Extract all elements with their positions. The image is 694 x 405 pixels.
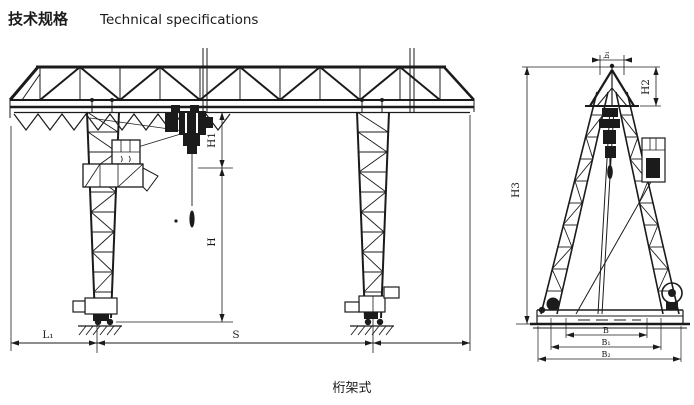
caption-truss-type: 桁架式 bbox=[332, 381, 371, 396]
dim-label-h3: H3 bbox=[510, 182, 522, 198]
dim-label-h1: H1 bbox=[206, 132, 218, 148]
hoist-trolley bbox=[165, 105, 213, 206]
cable-mast-left bbox=[202, 48, 208, 113]
right-leg-drive bbox=[344, 286, 400, 326]
dim-label-b-top: b₁ bbox=[602, 51, 611, 59]
dim-label-b1: B₁ bbox=[601, 338, 610, 347]
control-cabinet bbox=[641, 137, 666, 183]
page-title-zh: 技术规格 bbox=[8, 10, 69, 28]
right-leg bbox=[356, 98, 390, 319]
ground-hatch-left bbox=[78, 325, 122, 336]
dim-height-h1-h: H1 H bbox=[116, 111, 233, 323]
cable-mast-right bbox=[409, 48, 415, 113]
a-frame-legs bbox=[540, 91, 680, 315]
dim-label-s: S bbox=[232, 329, 239, 341]
side-hoist bbox=[599, 108, 620, 179]
apex-head bbox=[585, 63, 639, 107]
load-hook bbox=[174, 210, 195, 228]
dim-label-h: H bbox=[206, 237, 218, 246]
page-title-en: Technical specifications bbox=[99, 12, 258, 28]
dim-label-h2: H2 bbox=[640, 79, 652, 95]
side-view: b₁ H2 H3 B bbox=[510, 51, 690, 363]
base-beam bbox=[530, 282, 690, 329]
dim-base-b: B bbox=[565, 318, 648, 339]
dim-base-b2: B₂ bbox=[537, 326, 682, 363]
dim-h2: H2 bbox=[640, 66, 661, 107]
ground-hatch-right bbox=[350, 325, 394, 336]
dim-span: L₁ S bbox=[10, 115, 471, 353]
dim-top-width: b₁ bbox=[522, 51, 660, 75]
dim-label-b2: B₂ bbox=[601, 350, 610, 359]
operator-cabin bbox=[111, 139, 141, 165]
dim-base-b1: B₁ bbox=[550, 318, 662, 351]
left-leg bbox=[86, 98, 120, 319]
machinery-platform bbox=[82, 163, 159, 192]
dim-label-l1: L₁ bbox=[42, 329, 53, 341]
front-view: H1 H L₁ S bbox=[8, 48, 475, 353]
dim-h3: H3 bbox=[510, 66, 545, 325]
left-leg-drive bbox=[72, 297, 118, 326]
dim-label-b: B bbox=[603, 326, 609, 335]
truss-girder bbox=[8, 65, 475, 118]
